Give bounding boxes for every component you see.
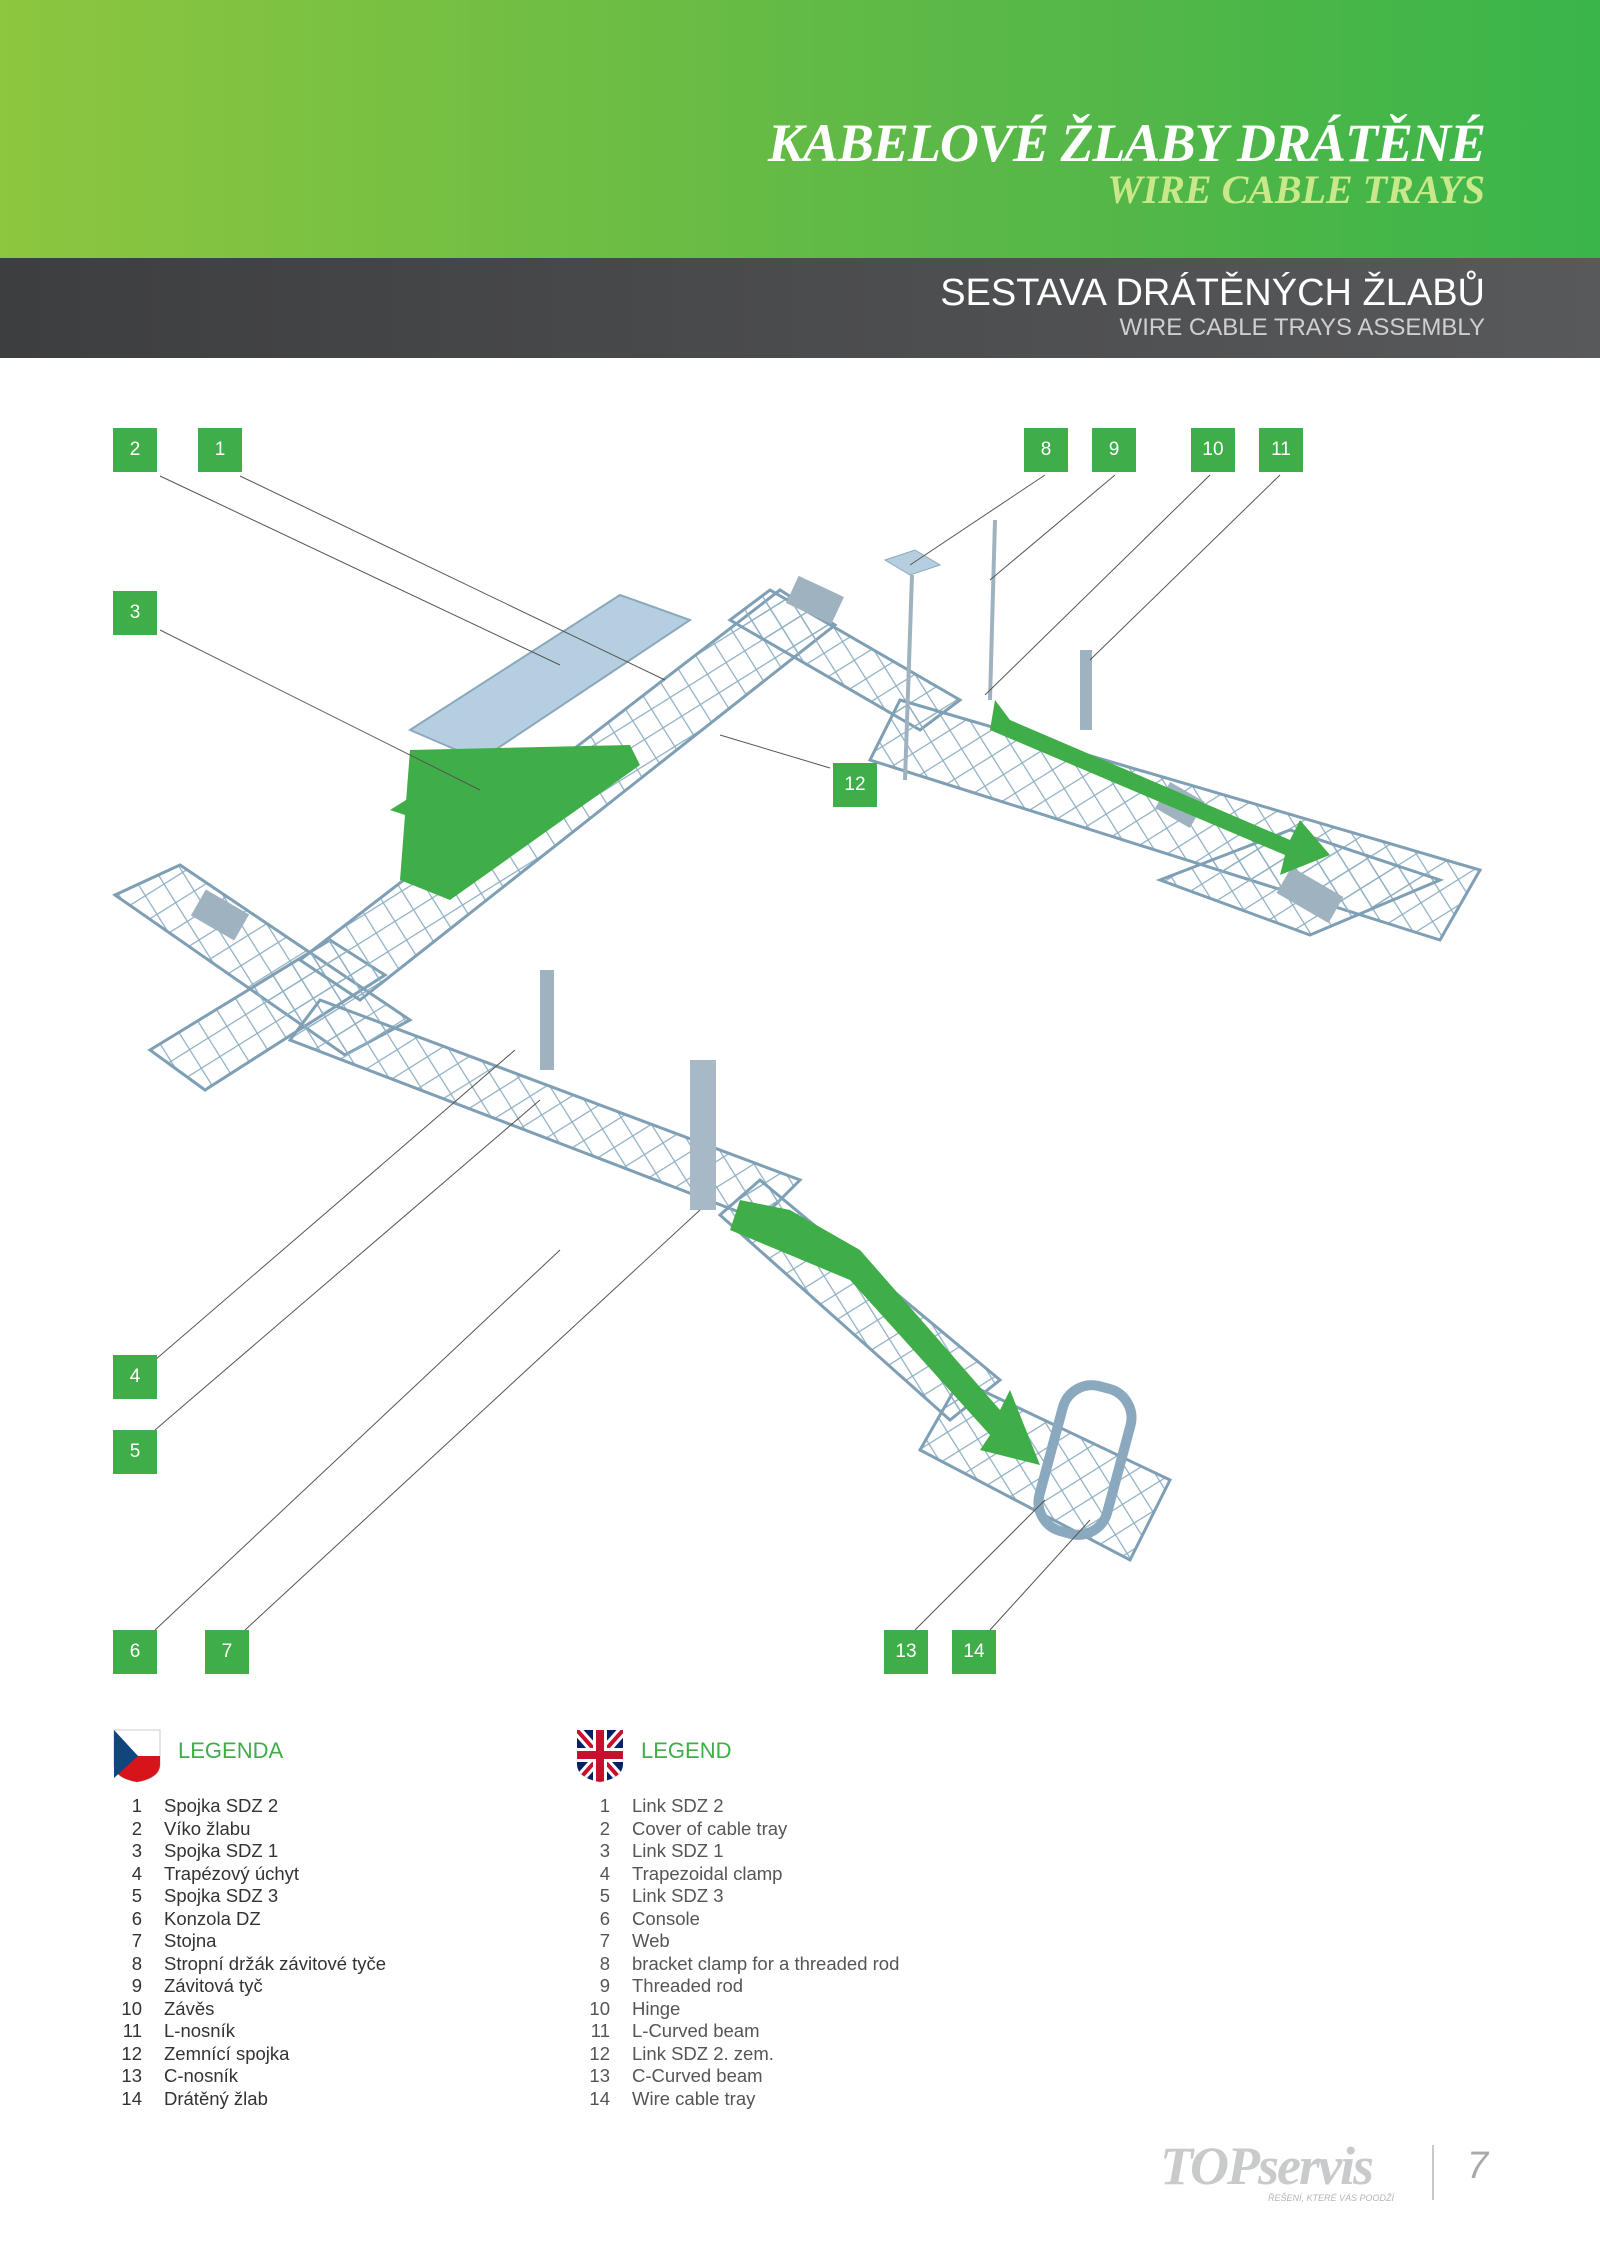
header-banner: [0, 0, 1600, 258]
clamp: [1276, 867, 1344, 923]
logo-tagline: ŘEŠENÍ, KTERÉ VÁS POODŽÍ: [1268, 2193, 1395, 2203]
threaded-rod: [988, 519, 997, 701]
callout-10: 10: [1191, 428, 1235, 472]
flow-arrow: [730, 1200, 1040, 1465]
clamp: [786, 575, 844, 625]
page-title: KABELOVÉ ŽLABY DRÁTĚNÉ: [767, 113, 1486, 173]
page-number: 7: [1467, 2145, 1489, 2187]
callout-12: 12: [833, 763, 877, 807]
company-logo: TOPservis ŘEŠENÍ, KTERÉ VÁS POODŽÍ: [1160, 2135, 1394, 2203]
section-bar: [0, 258, 1600, 358]
callout-11: 11: [1259, 428, 1303, 472]
callout-7: 7: [205, 1630, 249, 1674]
flow-arrow: [990, 700, 1330, 875]
clamp: [190, 889, 250, 941]
callout-8: 8: [1024, 428, 1068, 472]
footer-divider: [1432, 2145, 1434, 2200]
callout-5: 5: [113, 1430, 157, 1474]
assembly-diagram: [111, 474, 1483, 1631]
callout-3: 3: [113, 591, 157, 635]
web-post: [690, 1060, 716, 1210]
flow-arrow: [390, 785, 455, 880]
callout-14: 14: [952, 1630, 996, 1674]
c-beam: [1033, 1380, 1137, 1540]
logo-text: TOPservis: [1160, 2136, 1374, 2196]
uk-flag-icon: [577, 1730, 623, 1782]
section-title: SESTAVA DRÁTĚNÝCH ŽLABŮ: [940, 272, 1485, 314]
wire-tray: [867, 698, 1483, 942]
callout-9: 9: [1092, 428, 1136, 472]
callout-13: 13: [884, 1630, 928, 1674]
flow-arrow: [400, 745, 640, 900]
callout-4: 4: [113, 1355, 157, 1399]
callout-1: 1: [198, 428, 242, 472]
callout-2: 2: [113, 428, 157, 472]
legend-cz-heading: LEGENDA: [178, 1738, 284, 1763]
l-beam: [1080, 650, 1092, 730]
section-title-english: WIRE CABLE TRAYS ASSEMBLY: [1119, 314, 1485, 341]
page-title-english: WIRE CABLE TRAYS: [1107, 167, 1485, 212]
legend-en-heading: LEGEND: [641, 1738, 732, 1763]
hanger: [540, 970, 554, 1070]
ceiling-bracket: [883, 549, 942, 576]
czech-flag-icon: [113, 1729, 161, 1783]
threaded-rod: [903, 574, 914, 781]
callout-6: 6: [113, 1630, 157, 1674]
